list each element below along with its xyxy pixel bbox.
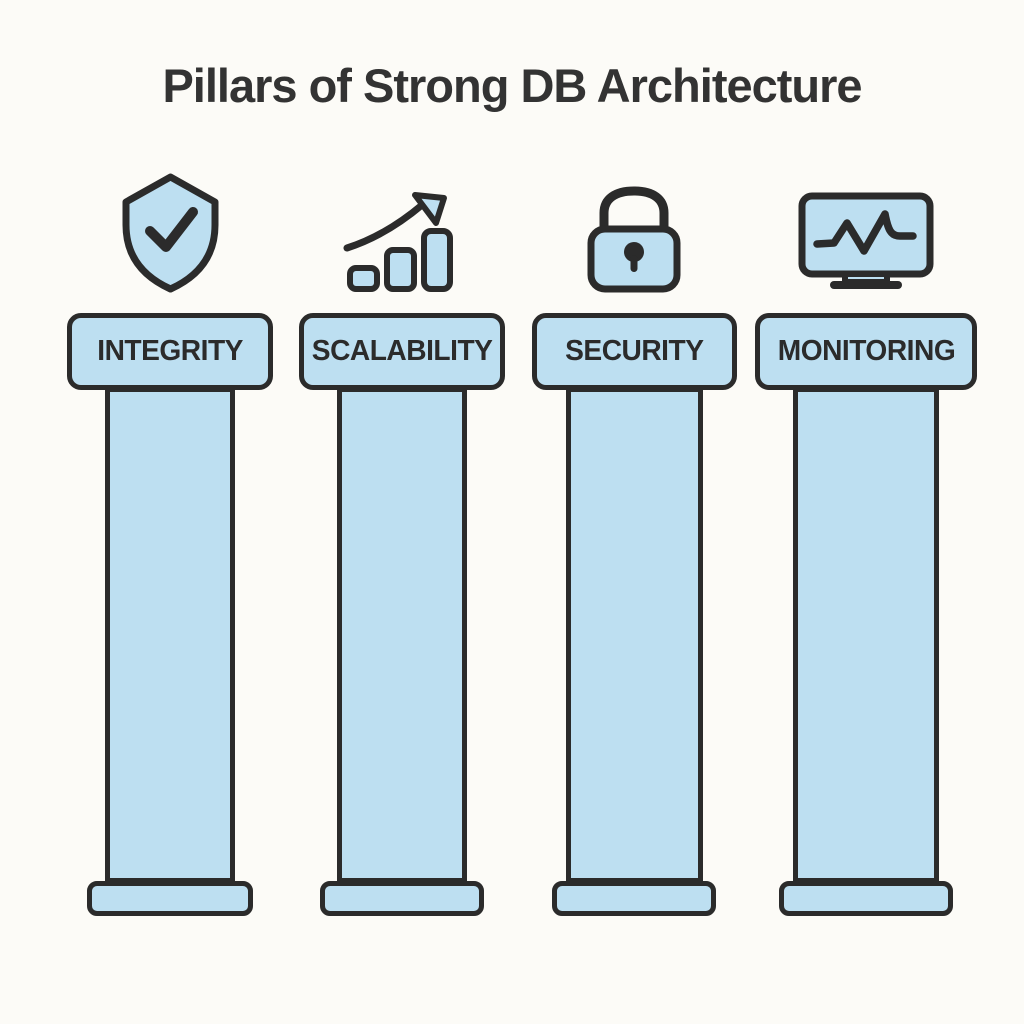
pillar-integrity: INTEGRITY [54,173,286,916]
pillar-capital: SECURITY [531,313,737,390]
pillar-icon-area [286,173,518,293]
pillar-label: INTEGRITY [97,335,243,367]
pillar-base [87,881,253,916]
pillar-capital: INTEGRITY [67,313,273,390]
pillar-shaft [793,387,939,883]
pillar-base [779,881,953,916]
pillar-icon-area [518,173,750,293]
pillar-base [320,881,484,916]
pillar-label: MONITORING [777,335,955,367]
pillar-scalability: SCALABILITY [286,173,518,916]
pillar-capital: SCALABILITY [299,313,505,390]
shield-check-icon [122,173,218,293]
pillar-shaft [565,387,703,883]
monitor-waveform-icon [798,192,934,289]
pillar-base [552,881,716,916]
pillar-label: SCALABILITY [311,335,493,367]
pillar-icon-area [750,173,982,293]
page-title: Pillars of Strong DB Architecture [162,59,862,112]
padlock-icon [587,186,681,293]
pillar-shaft [105,387,235,883]
pillar-icon-area [54,173,286,293]
pillar-security: SECURITY [518,173,750,916]
pillar-capital: MONITORING [755,313,977,390]
growth-chart-icon [343,192,453,292]
pillar-shaft [337,387,467,883]
pillar-label: SECURITY [564,335,704,367]
pillar-monitoring: MONITORING [750,173,982,916]
